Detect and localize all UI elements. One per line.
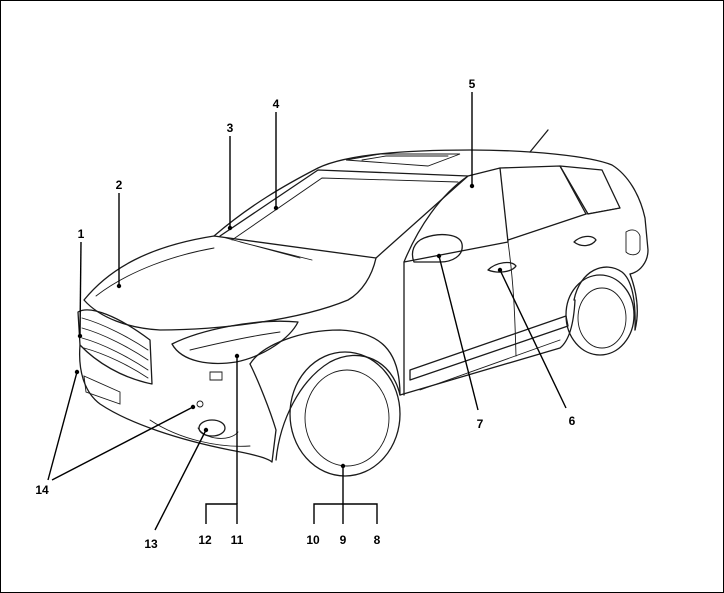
- callout-3: 3: [227, 121, 234, 135]
- callout-leaders: [48, 92, 566, 530]
- callout-6: 6: [569, 414, 576, 428]
- callout-13: 13: [144, 537, 158, 551]
- callout-2: 2: [116, 178, 123, 192]
- callout-10: 10: [306, 533, 320, 547]
- callout-8: 8: [374, 533, 381, 547]
- callout-12: 12: [198, 533, 212, 547]
- callout-1: 1: [78, 227, 85, 241]
- callout-7: 7: [477, 417, 484, 431]
- callout-4: 4: [273, 97, 280, 111]
- vehicle-illustration: [78, 130, 648, 476]
- callout-14: 14: [35, 483, 49, 497]
- callout-5: 5: [469, 77, 476, 91]
- callout-11: 11: [231, 533, 244, 547]
- callout-9: 9: [340, 533, 347, 547]
